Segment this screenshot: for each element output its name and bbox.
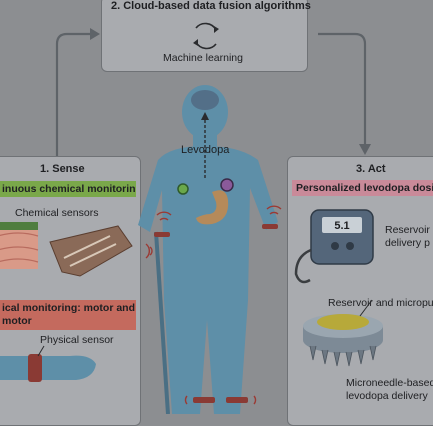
diagram-graphics: 5.1: [0, 22, 383, 414]
drug-capsule-icon: [220, 178, 234, 192]
chemical-monitoring-tag: inuous chemical monitoring: [0, 181, 136, 197]
cane-icon: [154, 231, 170, 414]
chemical-monitoring-tag-text: inuous chemical monitoring: [2, 183, 136, 195]
brain-icon: [191, 90, 219, 110]
microneedle-caption-line2: levodopa delivery: [346, 390, 428, 402]
wearable-sensor-bands: [154, 224, 278, 403]
flow-arrow-sense-to-cloud: [55, 32, 92, 156]
arrowhead-to-act: [359, 144, 371, 155]
stomach-icon: [196, 190, 229, 225]
skin-sensor-icon: [0, 222, 39, 269]
chemical-sensors-label: Chemical sensors: [15, 207, 99, 219]
sensor-patch-icon: [177, 183, 189, 195]
cloud-algorithms-title: 2. Cloud-based data fusion algorithms: [111, 0, 311, 12]
arrowhead-to-cloud: [90, 28, 100, 40]
levodopa-label: Levodopa: [181, 144, 230, 156]
reservoir-micropump-label: Reservoir and micropu: [328, 297, 433, 309]
act-box: [287, 156, 433, 426]
pump-display-value: 5.1: [334, 220, 349, 232]
machine-learning-label: Machine learning: [163, 52, 243, 64]
microneedle-patch-icon: [303, 314, 383, 367]
levodopa-dosing-tag: Personalized levodopa dosi: [292, 180, 433, 196]
physical-monitoring-tag: ical monitoring: motor and motor: [0, 300, 136, 330]
microneedle-caption-line1: Microneedle-based: [346, 377, 433, 389]
wrist-sensor-icon: [0, 354, 96, 382]
pump-caption-line2: delivery p: [385, 237, 430, 249]
cycle-icon: [195, 22, 217, 50]
act-title: 3. Act: [356, 163, 386, 175]
sense-title: 1. Sense: [40, 163, 85, 175]
levodopa-dosing-tag-text: Personalized levodopa dosi: [296, 182, 433, 194]
pump-caption-line1: Reservoir a: [385, 224, 433, 236]
levodopa-pump-icon: [294, 209, 374, 284]
flexible-sensor-patch-icon: [49, 225, 133, 277]
physical-monitoring-tag-line1: ical monitoring: motor and: [2, 302, 135, 314]
cloud-algorithms-box: [101, 0, 308, 72]
flow-arrow-cloud-to-act: [318, 32, 367, 145]
physical-sensor-label: Physical sensor: [40, 334, 114, 346]
wireless-signal-icons: [145, 205, 282, 405]
physical-monitoring-tag-line2: motor: [2, 315, 32, 327]
